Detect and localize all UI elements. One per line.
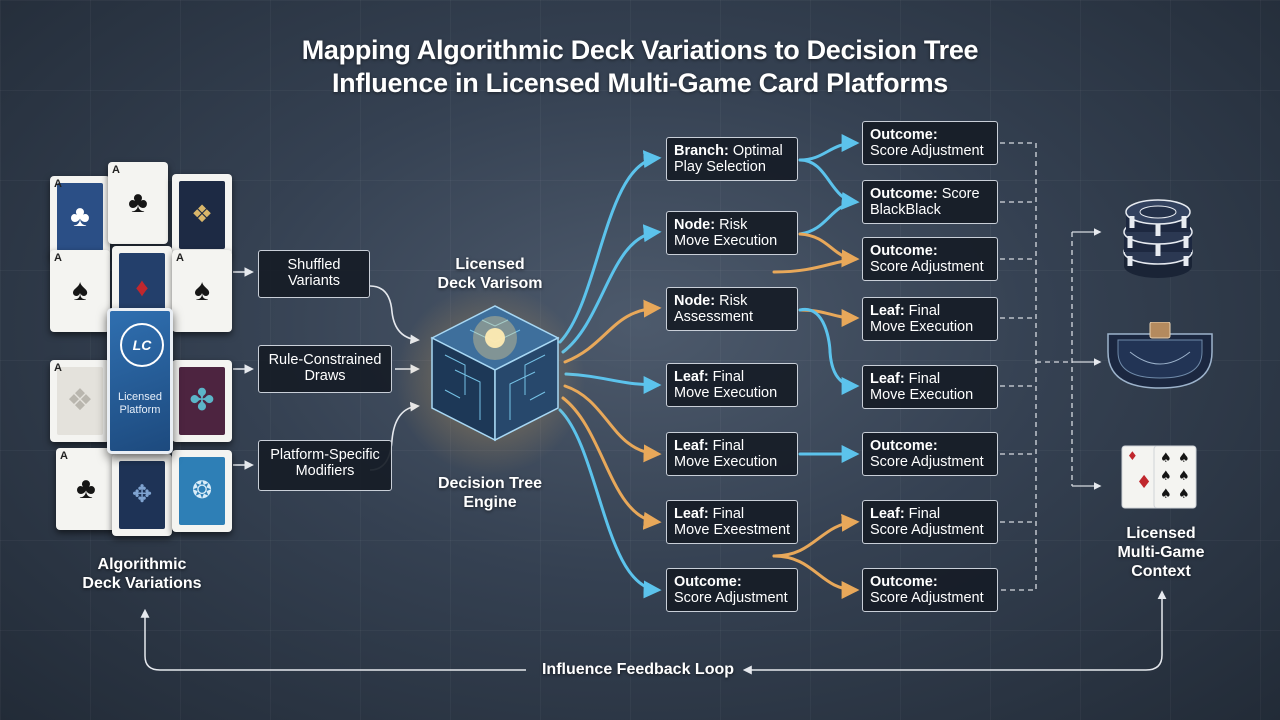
svg-text:♠: ♠ <box>1178 469 1190 484</box>
outcome-node: Outcome: Score Adjustment <box>862 568 998 612</box>
outcome-node: Outcome: Score Adjustment <box>862 237 998 281</box>
title-line-1: Mapping Algorithmic Deck Variations to D… <box>301 35 979 65</box>
deck-variations-label: Algorithmic Deck Variations <box>82 556 202 592</box>
platform-logo-icon: LC <box>120 323 164 367</box>
input-shuffled-variants: Shuffled Variants <box>258 250 370 298</box>
playing-cards-icon: ♦ ♦ ♠ ♠ ♠ ♠ ♠ ♠ <box>1121 445 1197 509</box>
svg-text:♠: ♠ <box>1178 451 1190 466</box>
ornament-icon: ❖ <box>66 384 94 417</box>
diagram-title: Mapping Algorithmic Deck Variations to D… <box>240 34 1040 100</box>
outcome-to-context-dashes <box>1000 142 1102 591</box>
outcome-node: Outcome: Score BlackBlack <box>862 180 998 224</box>
branch-node: Leaf: Final Move Exeestment <box>666 500 798 544</box>
spade-icon: ♠ <box>194 274 210 307</box>
svg-text:♦: ♦ <box>1127 449 1138 463</box>
deck-card: ❂ <box>172 450 232 532</box>
branch-node: Leaf: Final Move Execution <box>666 432 798 476</box>
branch-node: Leaf: Final Move Execution <box>666 363 798 407</box>
outcome-node: Leaf: Final Move Execution <box>862 297 998 341</box>
context-label: Licensed Multi-Game Context <box>1117 525 1205 580</box>
licensed-platform-card: LC Licensed Platform <box>107 308 173 454</box>
branch-node: Node: Risk Assessment <box>666 287 798 331</box>
ornament-icon: ❂ <box>191 477 213 504</box>
svg-text:♦: ♦ <box>1136 472 1152 493</box>
deck-card: ✥ <box>112 454 172 536</box>
ornament-icon: ❖ <box>191 201 213 228</box>
ornament-icon: ✤ <box>189 384 215 417</box>
deck-card: A ♣ <box>56 448 116 530</box>
engine-bottom-label: Decision Tree Engine <box>437 475 543 511</box>
club-icon: ♣ <box>76 472 96 505</box>
engine-top-label: Licensed Deck Varisom <box>437 256 543 292</box>
poker-chips-icon <box>1123 199 1193 278</box>
input-rule-constrained-draws: Rule-Constrained Draws <box>258 345 392 393</box>
branch-node: Outcome: Score Adjustment <box>666 568 798 612</box>
svg-text:♠: ♠ <box>1160 451 1172 466</box>
title-line-2: Influence in Licensed Multi-Game Card Pl… <box>331 68 949 98</box>
deck-card: ♣ A <box>50 176 110 258</box>
deck-card: ❖ A <box>50 360 110 442</box>
diamond-icon: ♦ <box>135 272 149 302</box>
svg-text:♠: ♠ <box>1160 469 1172 484</box>
branch-node: Node: Risk Move Execution <box>666 211 798 255</box>
branch-node: Branch: Optimal Play Selection <box>666 137 798 181</box>
outcome-node: Outcome: Score Adjustment <box>862 432 998 476</box>
card-table-icon <box>1107 322 1213 389</box>
brand-card-text-1: Licensed <box>117 391 163 403</box>
spade-icon: ♠ <box>72 274 88 307</box>
outcome-node: Leaf: Final Score Adjustment <box>862 500 998 544</box>
svg-text:♠: ♠ <box>1160 487 1172 502</box>
outcome-node: Leaf: Final Move Execution <box>862 365 998 409</box>
deck-card: ✤ <box>172 360 232 442</box>
outcome-node: Outcome: Score Adjustment <box>862 121 998 165</box>
svg-text:♠: ♠ <box>1178 487 1190 502</box>
club-icon: ♣ <box>128 186 148 219</box>
club-icon: ♣ <box>70 200 90 233</box>
deck-card: A ♠ <box>172 250 232 332</box>
input-platform-specific-modifiers: Platform-Specific Modifiers <box>258 440 392 491</box>
deck-card: ❖ <box>172 174 232 256</box>
branch-to-outcome-paths <box>772 134 860 599</box>
deck-to-input-arrows <box>233 267 254 470</box>
deck-card: A ♠ <box>50 250 110 332</box>
feedback-loop-line <box>140 590 1167 675</box>
deck-card: ♣ A <box>108 162 168 244</box>
ornament-icon: ✥ <box>131 481 153 508</box>
feedback-loop-label: Influence Feedback Loop <box>541 661 735 678</box>
circuit-cube-icon <box>395 285 585 475</box>
brand-card-text-2: Platform <box>119 404 161 416</box>
